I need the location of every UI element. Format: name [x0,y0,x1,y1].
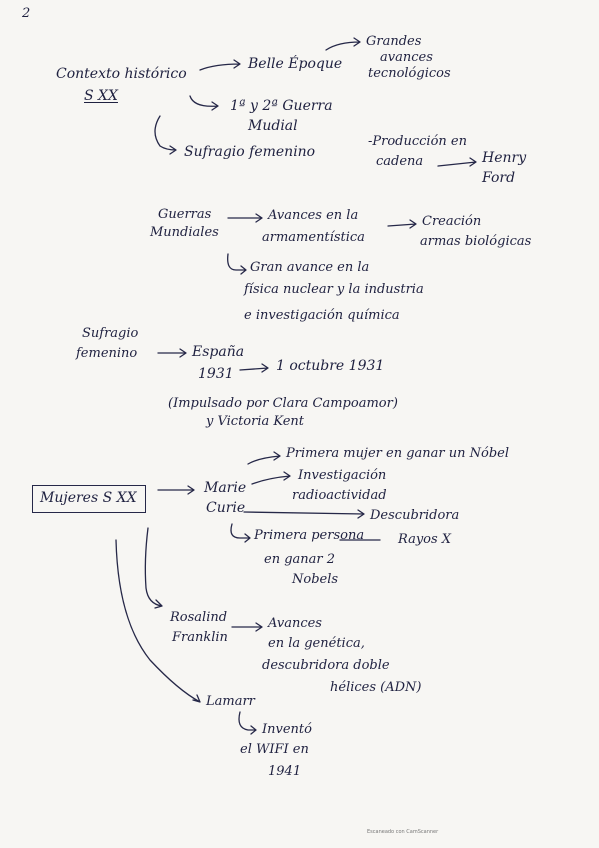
produccion-line1: -Producción en [368,134,467,149]
descubridora: Descubridora [370,508,460,523]
page-number: 2 [22,6,31,21]
guerras-line2: Mudial [248,118,298,134]
persona-line1: Primera persona [254,528,365,543]
arrow-marie-nobel [247,451,281,465]
arrow-marie-descubridora [243,509,365,519]
arrow-rosalind-genetica [231,622,263,632]
arrow-lamarr-wifi [238,711,257,735]
grandes-line3: tecnológicos [368,66,451,81]
arrow-mujeres-lamarr [115,539,201,703]
investigacion-line2: radioactividad [292,488,387,503]
arrow-guerras-avances [227,213,263,223]
grandes-line2: avances [380,50,433,65]
arrow-marie-persona [230,523,251,543]
arrow-guerras-gran [227,253,247,275]
genetica-line3: descubridora doble [262,658,390,673]
arrow-sufragio-espana [157,348,187,358]
avances-line1: Avances en la [268,208,359,223]
gran-line2: física nuclear y la industria [244,282,424,297]
arrow-avances-creacion [387,219,417,229]
persona-line3: Nobels [292,572,339,587]
sufragio-femenino: Sufragio femenino [184,144,316,160]
sufragio-title-2: femenino [76,346,138,361]
lamarr: Lamarr [206,694,255,709]
arrow-contexto-belle [199,59,241,71]
produccion-line2: cadena [376,154,424,169]
rosalind-line1: Rosalind [170,610,228,625]
rayos-x: Rayos X [398,532,452,547]
arrow-contexto-sufragio [154,115,177,155]
belle-epoque: Belle Époque [248,56,343,72]
wifi-line2: el WIFI en [240,742,309,757]
mujeres-title: Mujeres S XX [40,490,137,506]
fecha-sufragio: 1 octubre 1931 [276,358,385,374]
contexto-title: Contexto histórico [56,66,187,82]
genetica-line1: Avances [268,616,322,631]
persona-line2: en ganar 2 [264,552,336,567]
rosalind-line2: Franklin [172,630,228,645]
wifi-line3: 1941 [268,764,302,779]
arrow-produccion-henry [437,157,477,167]
arrow-mujeres-rosalind [144,527,163,609]
genetica-line2: en la genética, [268,636,365,651]
espana: España [192,344,245,360]
scanner-footer: Escaneado con CamScanner [367,829,439,835]
wifi-line1: Inventó [262,722,312,737]
impulsado-line1: (Impulsado por Clara Campoamor) [168,396,398,411]
arrow-marie-investigacion [251,471,291,485]
investigacion-line1: Investigación [298,468,387,483]
espana-year: 1931 [198,366,234,382]
marie-line1: Marie [204,480,247,496]
creacion-line2: armas biológicas [420,234,532,249]
arrow-mujeres-marie [157,485,195,495]
henry-line1: Henry [482,150,527,166]
guerras-title-2: Mundiales [150,225,219,240]
gran-line1: Gran avance en la [250,260,370,275]
nobel-text: Primera mujer en ganar un Nóbel [286,446,509,461]
sufragio-title-1: Sufragio [82,326,139,341]
gran-line3: e investigación química [244,308,400,323]
avances-line2: armamentística [262,230,365,245]
genetica-line4: hélices (ADN) [330,680,422,695]
grandes-line1: Grandes [366,34,422,49]
marie-line2: Curie [206,500,246,516]
contexto-subtitle: S XX [84,88,118,104]
arrow-contexto-guerras [189,95,219,111]
henry-line2: Ford [482,170,516,186]
guerras-line1: 1ª y 2ª Guerra [230,98,333,114]
mujeres-box [32,485,146,513]
impulsado-line2: y Victoria Kent [206,414,305,429]
arrow-espana-fecha [239,363,269,373]
guerras-title-1: Guerras [158,207,212,222]
creacion-line1: Creación [422,214,482,229]
arrow-belle-grandes [325,37,361,51]
